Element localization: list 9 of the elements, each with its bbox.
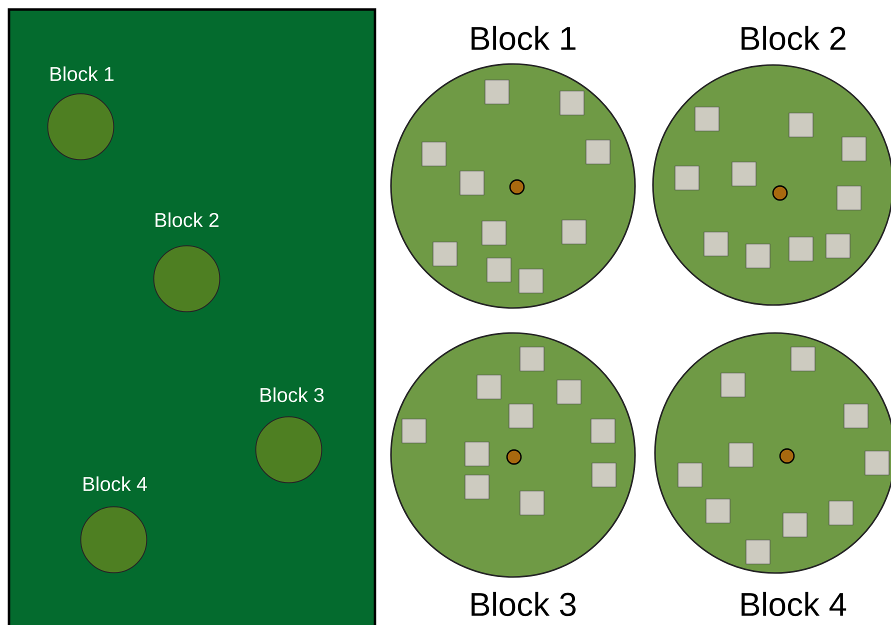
- block-label: Block 4: [84, 476, 147, 492]
- block-label: Block 3: [260, 387, 324, 402]
- block-label: Block 2: [156, 212, 219, 228]
- block-label: Block 1: [472, 26, 576, 50]
- field-area: [8, 8, 376, 625]
- block-label: Block 3: [472, 592, 576, 616]
- block-label: Block 1: [50, 66, 114, 82]
- block-label: Block 2: [742, 26, 846, 50]
- block-label: Block 4: [742, 592, 846, 616]
